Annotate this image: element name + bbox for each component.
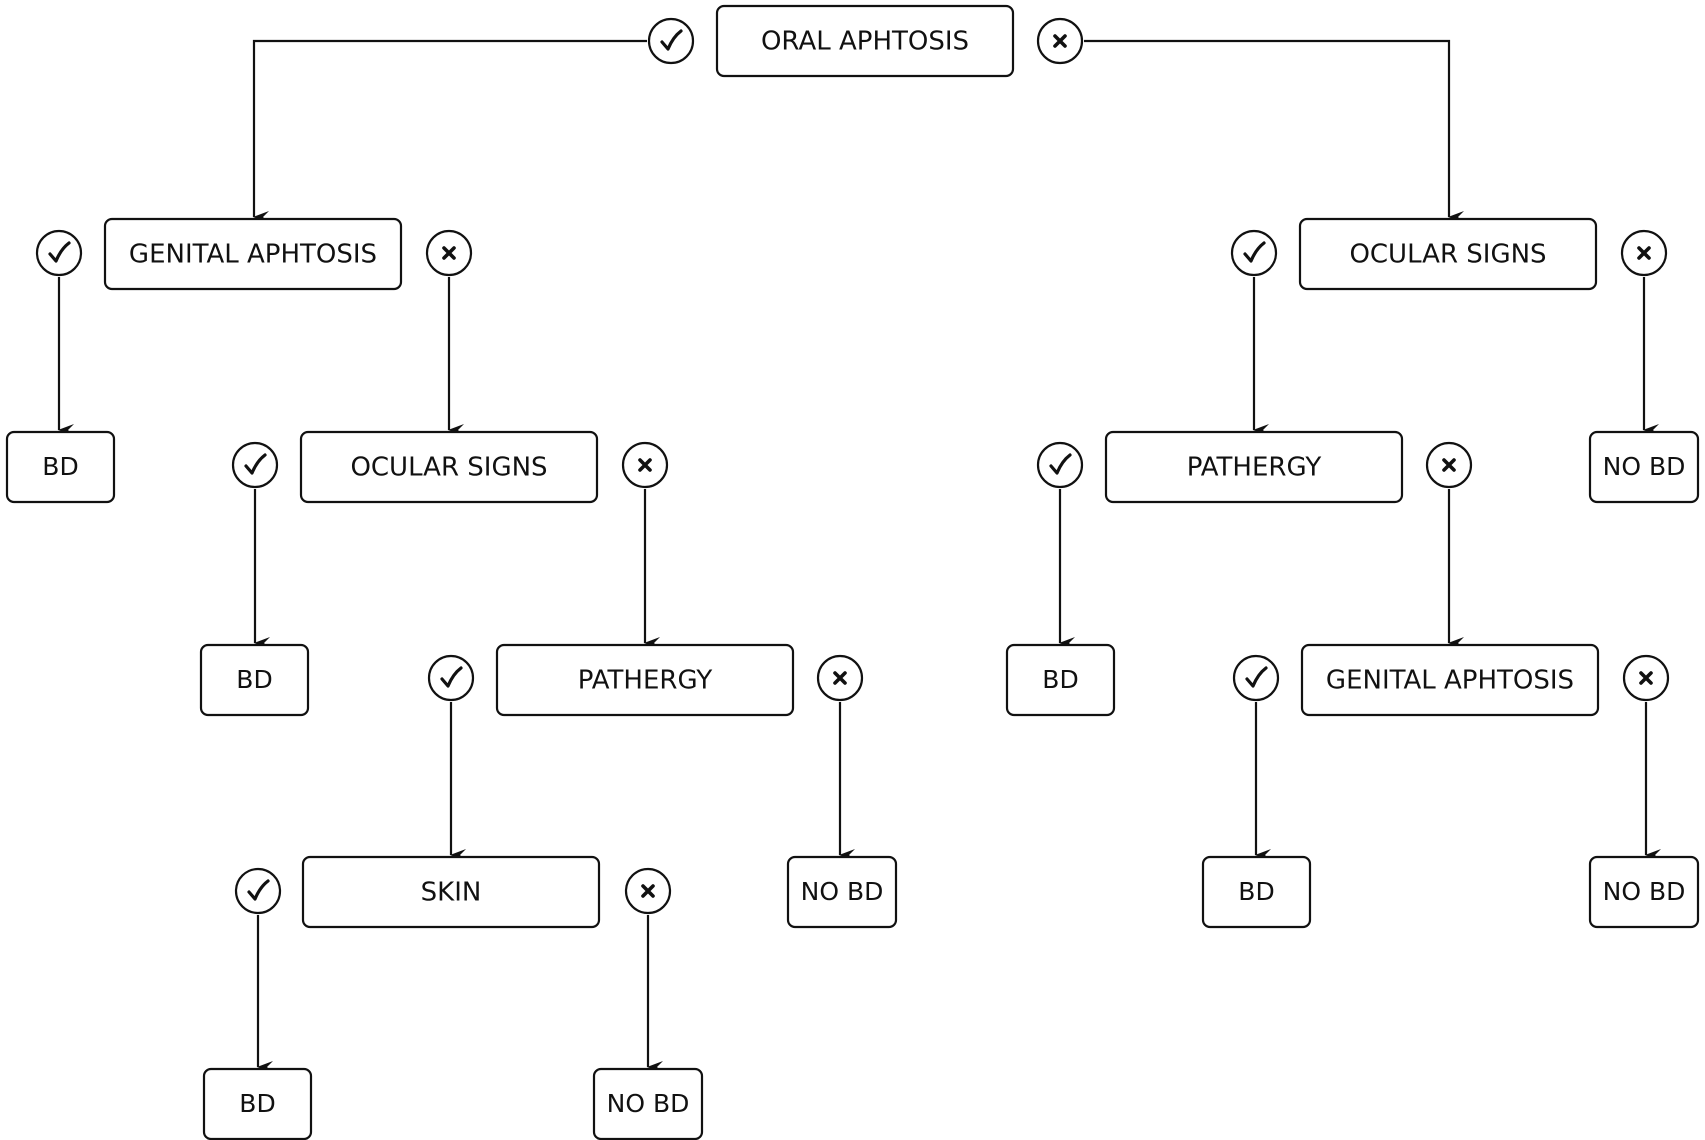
check-icon [231, 441, 279, 489]
node-label: GENITAL APHTOSIS [1326, 666, 1574, 696]
node-label: PATHERGY [1187, 453, 1322, 483]
cross-icon [425, 229, 473, 277]
cross-icon [1036, 17, 1084, 65]
outcome-box-bd-3: BD [1005, 643, 1116, 717]
check-icon [647, 17, 695, 65]
cross-icon [624, 867, 672, 915]
question-box-ocular-r: OCULAR SIGNS [1298, 217, 1598, 291]
question-box-skin: SKIN [301, 855, 601, 929]
node-label: NO BD [1603, 877, 1686, 906]
check-icon [1232, 654, 1280, 702]
cross-icon [621, 441, 669, 489]
node-label: NO BD [1603, 452, 1686, 481]
cross-icon [816, 654, 864, 702]
node-label: SKIN [421, 878, 482, 908]
node-label: BD [1042, 665, 1078, 694]
nodes-layer: ORAL APHTOSIS GENITAL APHTOSIS OCULAR SIGN… [5, 4, 1700, 1140]
outcome-box-bd-1: BD [5, 430, 116, 504]
cross-icon [1622, 654, 1670, 702]
outcome-box-nobd-3: NO BD [1588, 855, 1700, 929]
outcome-box-nobd-1: NO BD [1588, 430, 1700, 504]
node-label: NO BD [801, 877, 884, 906]
node-label: ORAL APHTOSIS [761, 27, 969, 57]
check-icon [35, 229, 83, 277]
connector-oral-to-ocular_r [1084, 39, 1464, 223]
node-label: BD [239, 1089, 275, 1118]
question-box-genital-l: GENITAL APHTOSIS [103, 217, 403, 291]
cross-icon [1620, 229, 1668, 277]
check-icon [427, 654, 475, 702]
outcome-box-bd-5: BD [202, 1067, 313, 1140]
badges-layer [35, 17, 1670, 915]
node-label: BD [236, 665, 272, 694]
question-box-genital-r: GENITAL APHTOSIS [1300, 643, 1600, 717]
check-icon [234, 867, 282, 915]
edges-layer [57, 39, 1661, 1073]
outcome-box-nobd-2: NO BD [786, 855, 898, 929]
node-label: BD [1238, 877, 1274, 906]
outcome-box-bd-2: BD [199, 643, 310, 717]
question-box-oral: ORAL APHTOSIS [715, 4, 1015, 78]
question-box-ocular-l: OCULAR SIGNS [299, 430, 599, 504]
node-label: OCULAR SIGNS [350, 453, 547, 483]
node-label: BD [42, 452, 78, 481]
check-icon [1230, 229, 1278, 277]
node-label: OCULAR SIGNS [1349, 240, 1546, 270]
cross-icon [1425, 441, 1473, 489]
node-label: PATHERGY [578, 666, 713, 696]
connector-oral-to-genital_l [252, 39, 647, 223]
outcome-box-bd-4: BD [1201, 855, 1312, 929]
node-label: GENITAL APHTOSIS [129, 240, 377, 270]
question-box-pathergy-r: PATHERGY [1104, 430, 1404, 504]
check-icon [1036, 441, 1084, 489]
question-box-pathergy-l: PATHERGY [495, 643, 795, 717]
node-label: NO BD [607, 1089, 690, 1118]
outcome-box-nobd-4: NO BD [592, 1067, 704, 1140]
